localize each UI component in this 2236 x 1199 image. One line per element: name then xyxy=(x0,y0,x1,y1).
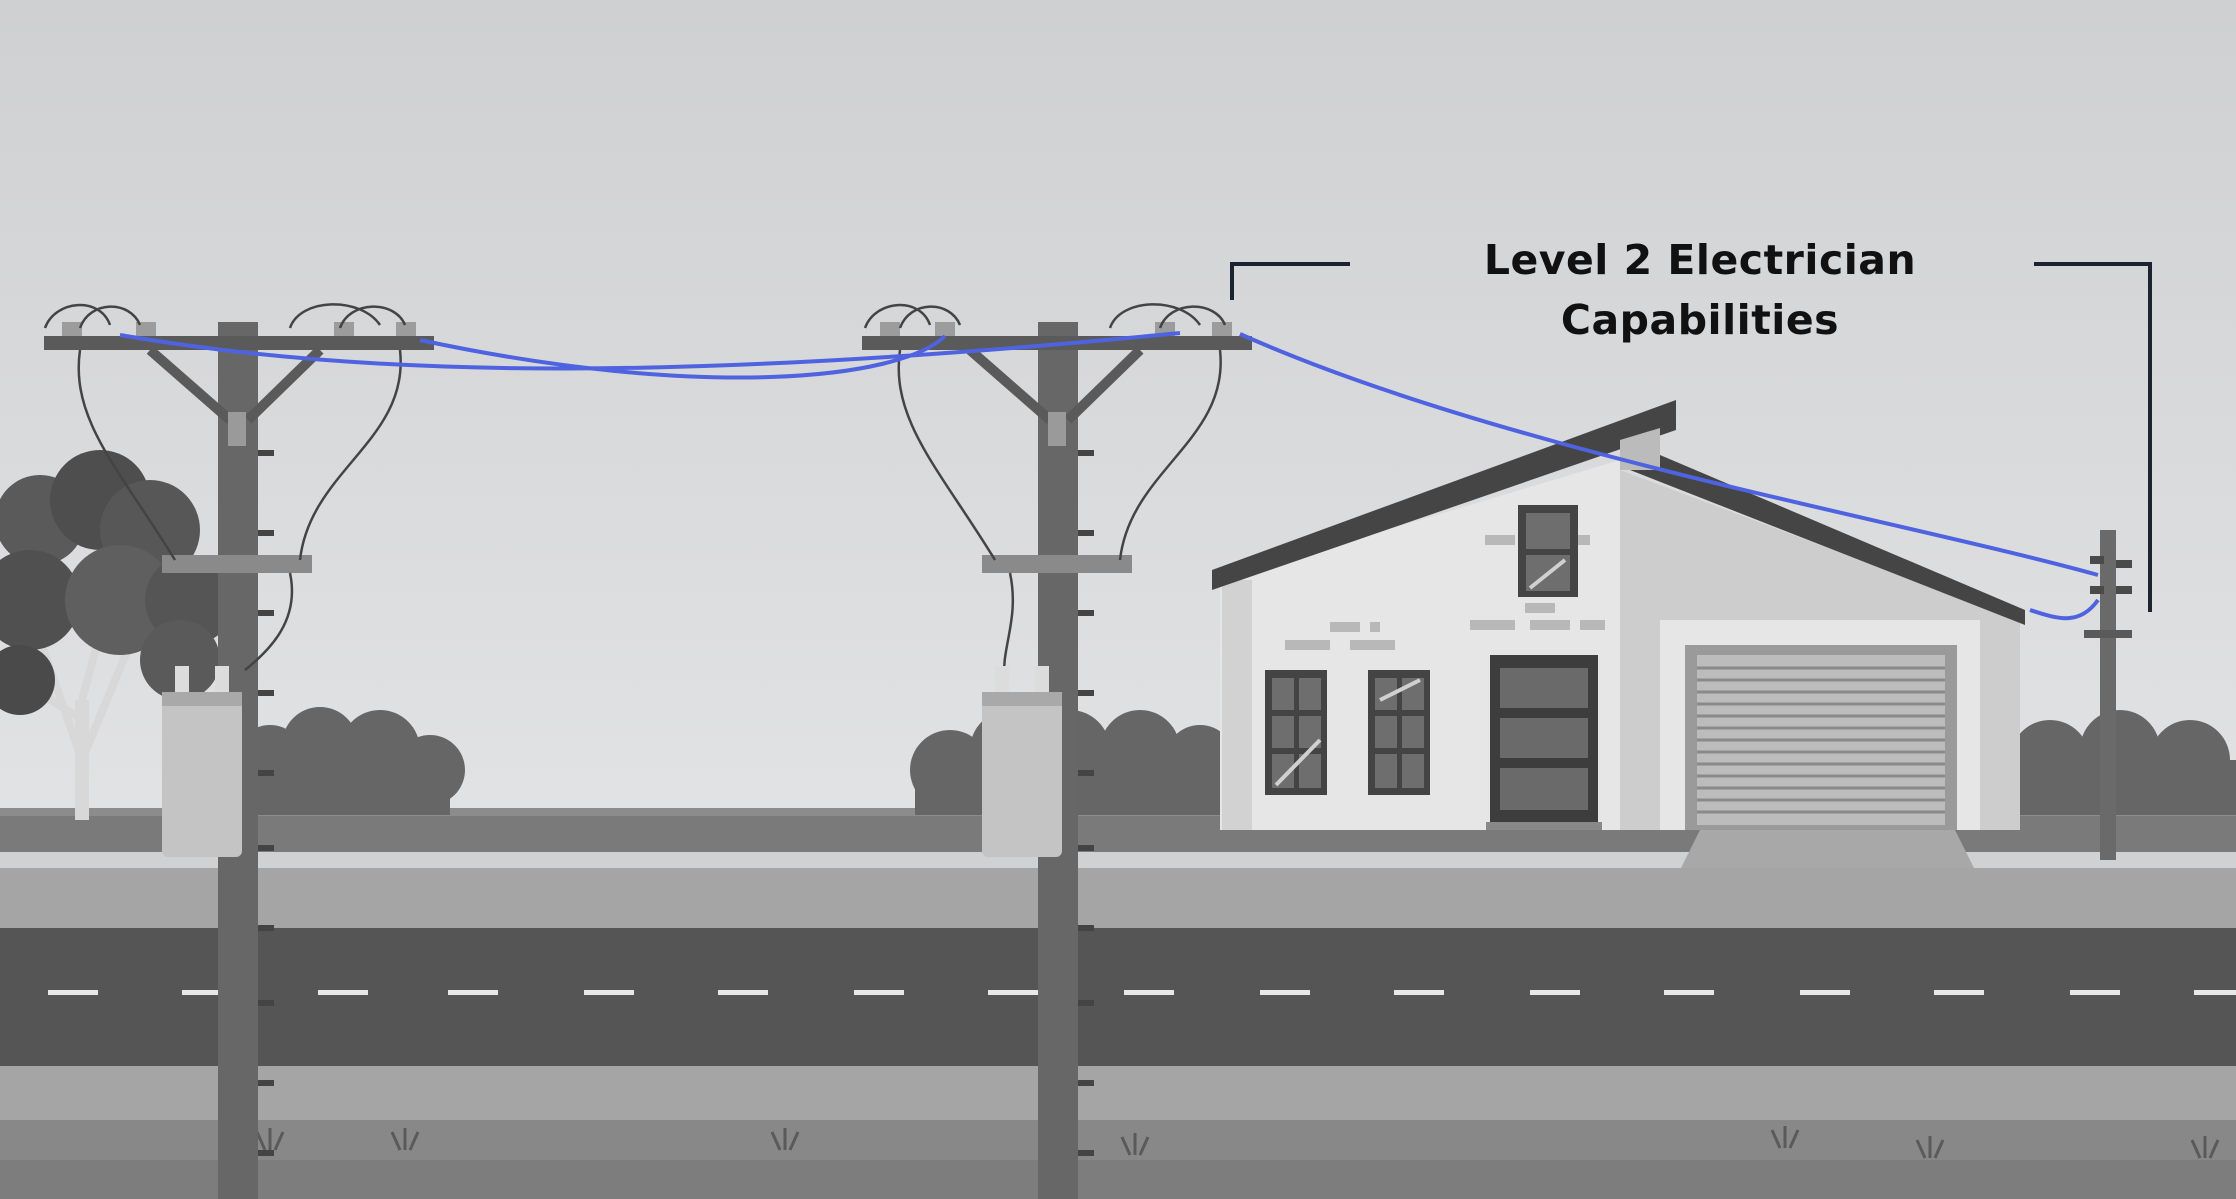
bush-right xyxy=(2010,710,2236,815)
house-icon xyxy=(1212,400,2025,870)
service-conductors xyxy=(119,331,2100,621)
lane-markings xyxy=(48,990,2236,995)
window-left xyxy=(1265,670,1327,795)
sidewalk-upper xyxy=(0,868,2236,930)
grass-tufts xyxy=(255,1126,2220,1159)
transformer-icon xyxy=(982,666,1062,857)
driveway xyxy=(1680,830,1975,870)
callout-bracket xyxy=(1230,262,2152,612)
window-right xyxy=(1368,670,1430,795)
tree-icon xyxy=(0,450,235,820)
transformer-icon xyxy=(162,666,242,857)
front-door xyxy=(1486,655,1602,830)
sidewalk-lower xyxy=(0,1066,2236,1122)
service-mast-icon xyxy=(2084,530,2132,860)
garage-door-icon xyxy=(1685,645,1957,830)
upper-window xyxy=(1518,505,1578,597)
road xyxy=(0,928,2236,1068)
callout-label: Level 2 Electrician Capabilities xyxy=(1483,236,1917,344)
